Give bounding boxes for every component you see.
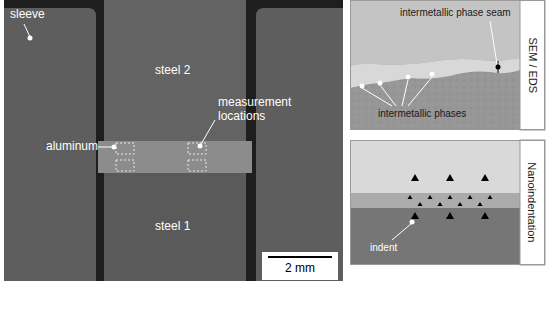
indent-mark	[411, 174, 419, 181]
panel-title: SEM / EDS	[526, 37, 539, 93]
leader-line	[98, 147, 113, 148]
leader-dot	[28, 36, 33, 41]
leader-line	[490, 21, 497, 64]
part-label: steel 2	[155, 64, 190, 78]
steel-1	[104, 173, 246, 281]
sem-ground	[350, 0, 520, 130]
scale-label: 2 mm	[285, 262, 315, 276]
sleeve-right	[256, 8, 343, 281]
indent-mark	[481, 174, 489, 181]
leader-line	[362, 88, 392, 106]
leader-dot	[360, 84, 365, 89]
leader-line	[392, 223, 412, 240]
indent-mark	[481, 212, 489, 219]
panel-title: Nanoindentation	[526, 162, 539, 242]
intermetallic-seam	[350, 58, 520, 88]
steel-layer	[350, 0, 520, 66]
leader-line	[402, 80, 408, 106]
measurement-box	[188, 160, 206, 171]
indent-mark	[411, 212, 419, 219]
leader-dot	[410, 220, 415, 225]
side-strip	[520, 140, 545, 265]
indent-mark	[438, 202, 443, 206]
indent-mark	[408, 195, 413, 199]
indent-mark	[478, 202, 483, 206]
panel-border	[351, 141, 545, 265]
measurement-box	[188, 143, 206, 154]
indent-mark	[468, 195, 473, 199]
callout-label: intermetallic phase seam	[400, 7, 511, 19]
leader-dot	[496, 65, 501, 70]
measurement-box	[116, 160, 134, 171]
leader-dot	[112, 145, 117, 150]
part-label: measurement locations	[218, 96, 302, 124]
side-strip	[520, 0, 545, 130]
indent-mark	[446, 174, 454, 181]
leader-dot	[406, 75, 411, 80]
steel-layer	[350, 140, 520, 193]
leader-line	[24, 24, 30, 37]
part-label: steel 1	[155, 220, 190, 234]
leader-line	[408, 77, 432, 106]
measurement-box	[116, 143, 134, 154]
scale-bar	[268, 256, 332, 258]
callout-label: intermetallic phases	[378, 108, 466, 120]
panel-border	[351, 1, 545, 130]
indent-mark	[448, 195, 453, 199]
indent-mark	[418, 202, 423, 206]
aluminum-layer	[350, 193, 520, 208]
leader-dot	[378, 81, 383, 86]
part-label: aluminum	[46, 140, 98, 154]
indent-mark	[446, 212, 454, 219]
leader-dot	[198, 144, 203, 149]
callout-label: indent	[370, 242, 397, 254]
steel-layer	[350, 208, 520, 265]
leader-line	[200, 120, 215, 146]
indent-mark	[488, 195, 493, 199]
indent-mark	[458, 202, 463, 206]
part-label: sleeve	[10, 8, 45, 22]
leader-dot	[430, 72, 435, 77]
leader-line	[380, 85, 396, 106]
scale-box	[262, 252, 338, 280]
aluminum-layer	[98, 141, 252, 173]
indent-mark	[428, 195, 433, 199]
micrograph-ground	[4, 0, 343, 281]
